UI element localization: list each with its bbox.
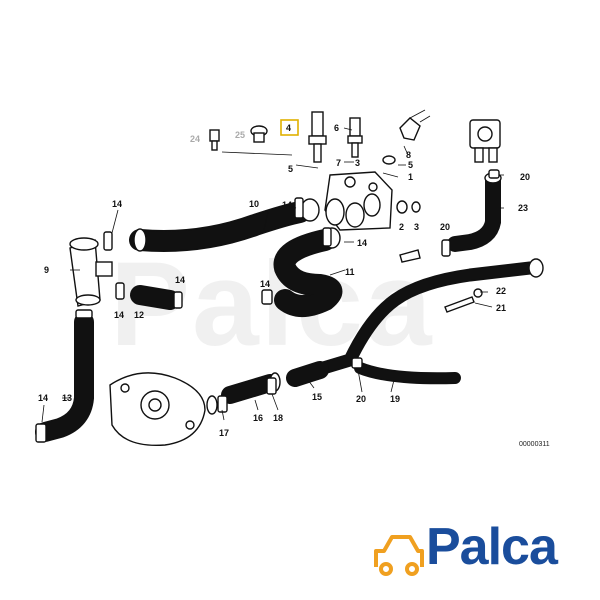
callout-7: 7 xyxy=(336,158,341,168)
callout-14f: 14 xyxy=(260,279,270,289)
callout-4: 4 xyxy=(286,123,291,133)
brand-logo: Palca xyxy=(370,515,590,585)
callout-14g: 14 xyxy=(38,393,48,403)
callout-11: 11 xyxy=(345,267,355,277)
highlight-box xyxy=(280,119,299,136)
callout-23: 23 xyxy=(518,203,528,213)
callout-14b: 14 xyxy=(282,200,292,210)
callout-20c: 20 xyxy=(356,394,366,404)
sensor-6 xyxy=(347,117,363,158)
car-icon xyxy=(374,535,424,576)
callout-14e: 14 xyxy=(114,310,124,320)
sensor-8 xyxy=(382,109,431,165)
callout-18: 18 xyxy=(273,413,283,423)
callout-3b: 3 xyxy=(414,222,419,232)
callout-14c: 14 xyxy=(357,238,367,248)
upper-hose-10 xyxy=(129,201,311,252)
callouts: 24 25 4 6 7 3 8 5 5 1 20 23 14 10 14 14 … xyxy=(38,119,530,438)
callout-24: 24 xyxy=(190,134,200,144)
thermostat-housing-1 xyxy=(300,171,393,249)
s-hose-11 xyxy=(273,229,343,317)
flange-pipe-23 xyxy=(447,119,502,252)
callout-15: 15 xyxy=(312,392,322,402)
callout-13: 13 xyxy=(62,393,72,403)
callout-1: 1 xyxy=(408,172,413,182)
callout-6: 6 xyxy=(334,123,339,133)
water-pump xyxy=(109,372,206,447)
long-pipe-19 xyxy=(293,258,544,385)
hose-13 xyxy=(35,312,94,442)
hose-12 xyxy=(130,285,180,310)
callout-16: 16 xyxy=(253,413,263,423)
callout-9: 9 xyxy=(44,265,49,275)
t-piece-9 xyxy=(69,237,113,307)
callout-12: 12 xyxy=(134,310,144,320)
callout-25: 25 xyxy=(235,130,245,140)
callout-17: 17 xyxy=(219,428,229,438)
small-parts xyxy=(396,200,483,313)
sensor-24 xyxy=(209,129,220,151)
catalog-number: 00000311 xyxy=(519,441,550,448)
callout-10: 10 xyxy=(249,199,259,209)
temperature-sensor-4 xyxy=(308,111,327,163)
callout-22: 22 xyxy=(496,286,506,296)
callout-14a: 14 xyxy=(112,199,122,209)
callout-20b: 20 xyxy=(440,222,450,232)
callout-5a: 5 xyxy=(288,164,293,174)
leader-lines xyxy=(41,127,504,423)
callout-21: 21 xyxy=(496,303,506,313)
sensor-25 xyxy=(250,125,268,143)
brand-text: Palca xyxy=(426,518,558,576)
hose-assembly-15-16-18 xyxy=(206,361,329,415)
callout-2: 2 xyxy=(399,222,404,232)
callout-8: 8 xyxy=(406,150,411,160)
hose-clamps xyxy=(35,169,500,443)
callout-14d: 14 xyxy=(175,275,185,285)
callout-20a: 20 xyxy=(520,172,530,182)
callout-19: 19 xyxy=(390,394,400,404)
callout-5b: 5 xyxy=(408,160,413,170)
callout-3: 3 xyxy=(355,158,360,168)
